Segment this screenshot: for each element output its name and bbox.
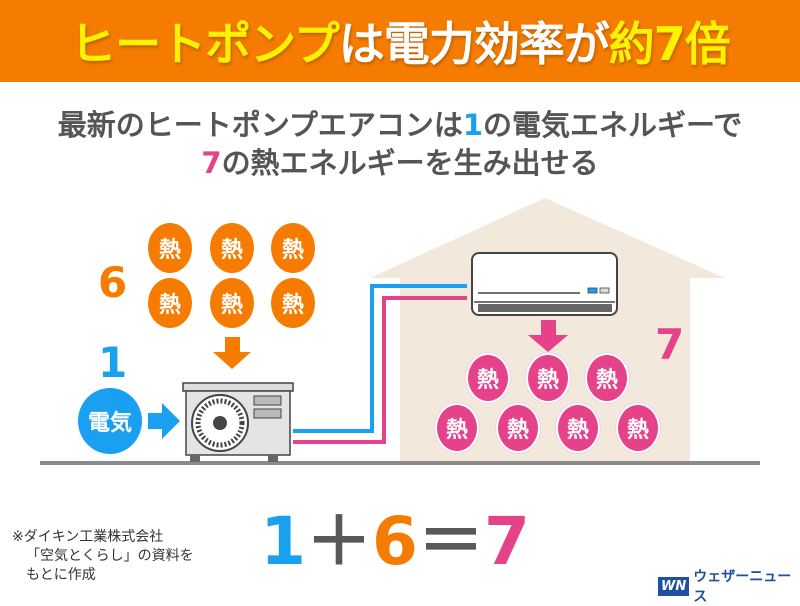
equation-equals: ＝ xyxy=(417,503,484,580)
pink-pipe xyxy=(293,296,467,444)
source-note: ※ダイキン工業株式会社 「空気とくらし」の資料を もとに作成 xyxy=(12,528,194,585)
equation-result-7: 7 xyxy=(483,503,530,580)
logo-text: ウェザーニュース xyxy=(693,569,792,605)
ground-line xyxy=(40,461,760,465)
heat-badge-pink: 熱 xyxy=(496,403,540,453)
logo-mark: WN xyxy=(658,576,690,596)
note-line: ※ダイキン工業株式会社 xyxy=(12,529,164,545)
indoor-unit-icon xyxy=(471,252,618,316)
heat-badge-orange: 熱 xyxy=(148,278,192,328)
weathernews-logo: WN ウェザーニュース xyxy=(658,566,800,606)
orange-arrow-down-icon xyxy=(213,337,251,369)
heat-badge-pink: 熱 xyxy=(585,353,629,403)
pink-arrow-down-icon xyxy=(528,320,568,352)
heat-badge-orange: 熱 xyxy=(210,223,254,273)
blue-pipe xyxy=(293,284,467,433)
heat-badge-pink: 熱 xyxy=(526,353,570,403)
subtitle-line-1: 最新のヒートポンプエアコンは1の電気エネルギーで xyxy=(0,102,800,144)
subtitle-line-2: 7の熱エネルギーを生み出せる xyxy=(0,140,800,182)
header-banner: ヒートポンプは電力効率が約7倍 xyxy=(0,0,800,82)
equation-term-1: 1 xyxy=(260,503,307,580)
title-highlight: ヒートポンプ xyxy=(70,17,340,71)
electricity-count: 1 xyxy=(98,338,128,387)
heat-badge-orange: 熱 xyxy=(271,223,315,273)
subtitle-number-7: 7 xyxy=(201,146,222,180)
title-middle: は電力効率が xyxy=(338,17,610,71)
output-heat-count: 7 xyxy=(655,320,685,369)
equation-plus: ＋ xyxy=(306,503,373,580)
outside-heat-count: 6 xyxy=(98,258,128,307)
equation-term-6: 6 xyxy=(372,503,418,580)
page-title: ヒートポンプは電力効率が約7倍 xyxy=(70,8,731,74)
blue-arrow-right-icon xyxy=(148,403,180,439)
outdoor-unit-icon xyxy=(182,382,294,462)
heat-badge-orange: 熱 xyxy=(271,278,315,328)
heat-badge-orange: 熱 xyxy=(210,278,254,328)
heat-badge-pink: 熱 xyxy=(435,403,479,453)
heat-badge-pink: 熱 xyxy=(466,353,510,403)
title-highlight-ratio: 約7倍 xyxy=(608,17,731,71)
equation: 1＋6＝7 xyxy=(0,488,790,584)
subtitle-text: の熱エネルギーを生み出せる xyxy=(221,146,599,180)
subtitle-text: 最新のヒートポンプエアコンは xyxy=(57,108,463,142)
note-line: もとに作成 xyxy=(26,567,96,583)
heat-badge-pink: 熱 xyxy=(616,403,660,453)
electricity-badge: 電気 xyxy=(78,388,142,454)
heat-badge-pink: 熱 xyxy=(556,403,600,453)
subtitle-number-1: 1 xyxy=(462,108,484,142)
heat-badge-orange: 熱 xyxy=(148,223,192,273)
subtitle-text: の電気エネルギーで xyxy=(483,108,743,142)
note-line: 「空気とくらし」の資料を xyxy=(26,548,194,564)
